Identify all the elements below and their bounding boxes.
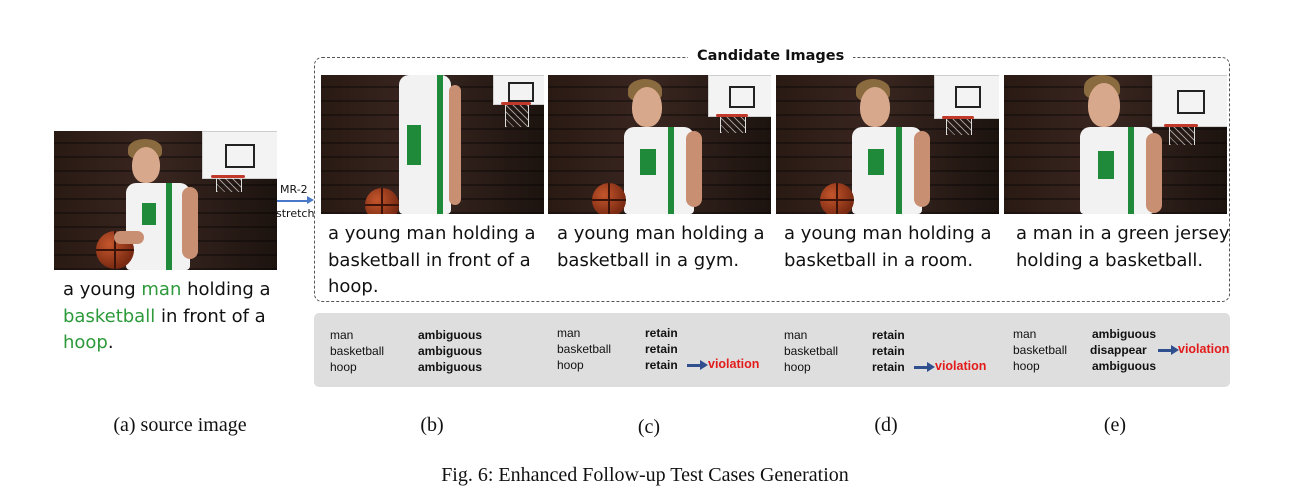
object-status: ambiguous xyxy=(418,360,483,374)
transform-arrow xyxy=(277,200,308,202)
source-image xyxy=(54,131,277,270)
object-status: ambiguous xyxy=(1092,327,1157,341)
violation-arrow-icon xyxy=(1158,345,1180,356)
object-name: basketball xyxy=(330,344,385,358)
subfigure-label-d: (d) xyxy=(874,414,898,436)
object-name: hoop xyxy=(330,360,357,374)
object-name: hoop xyxy=(1013,359,1040,373)
object-name: man xyxy=(557,326,581,340)
object-status: ambiguous xyxy=(418,344,483,358)
object-name: man xyxy=(330,328,354,342)
object-status: retain xyxy=(645,326,678,340)
object-status-panel xyxy=(314,313,1230,387)
object-status: ambiguous xyxy=(418,328,483,342)
candidate-image-b xyxy=(321,75,544,214)
object-name: basketball xyxy=(784,344,839,358)
object-status: ambiguous xyxy=(1092,359,1157,373)
object-name: man xyxy=(1013,327,1037,341)
highlight-basketball: basketball xyxy=(63,305,156,327)
violation-arrow-icon xyxy=(687,360,709,371)
arrow-head-icon xyxy=(307,196,314,204)
candidate-image-c xyxy=(548,75,771,214)
object-status: retain xyxy=(872,344,905,358)
candidate-image-e xyxy=(1004,75,1227,214)
object-status: retain xyxy=(645,358,678,372)
subfigure-label-a: (a) source image xyxy=(113,414,247,436)
operation-label: stretch xyxy=(276,207,315,220)
object-status: retain xyxy=(872,360,905,374)
mr-label: MR-2 xyxy=(280,183,308,196)
violation-label: violation xyxy=(1178,342,1230,356)
object-status: retain xyxy=(872,328,905,342)
object-name: hoop xyxy=(784,360,811,374)
object-status: retain xyxy=(645,342,678,356)
candidate-images-title: Candidate Images xyxy=(688,48,854,64)
subfigure-label-c: (c) xyxy=(637,416,661,438)
highlight-man: man xyxy=(141,279,182,300)
highlight-hoop: hoop xyxy=(63,332,108,353)
object-name: hoop xyxy=(557,358,584,372)
violation-arrow-icon xyxy=(914,362,936,373)
source-caption: a young man holding a basketball in fron… xyxy=(63,279,271,353)
object-status: disappear xyxy=(1090,343,1147,357)
object-name: basketball xyxy=(557,342,612,356)
candidate-image-d xyxy=(776,75,999,214)
object-name: basketball xyxy=(1013,343,1068,357)
subfigure-label-b: (b) xyxy=(420,414,444,436)
object-name: man xyxy=(784,328,808,342)
figure-caption: Fig. 6: Enhanced Follow-up Test Cases Ge… xyxy=(441,464,849,486)
violation-label: violation xyxy=(935,359,987,373)
violation-label: violation xyxy=(708,357,760,371)
subfigure-label-e: (e) xyxy=(1103,414,1127,436)
